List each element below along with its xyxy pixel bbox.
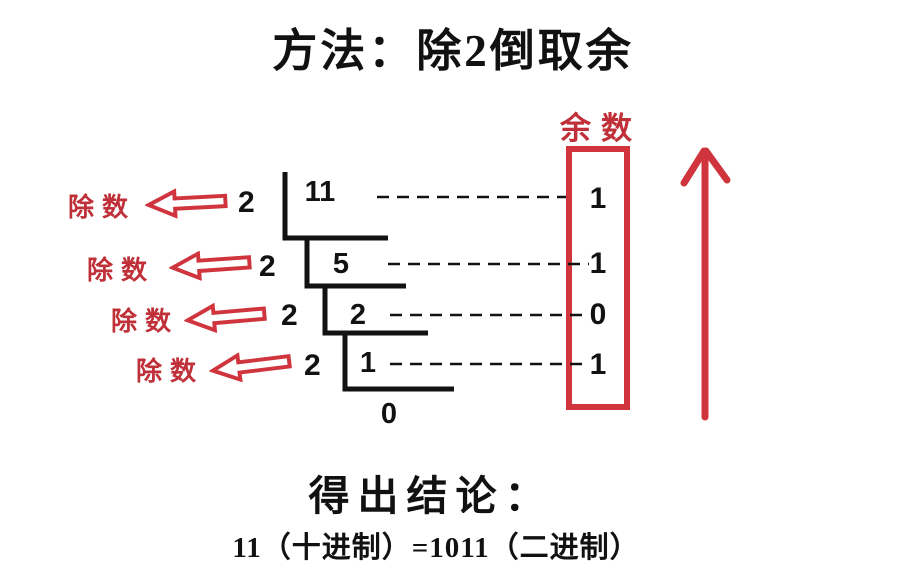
divisor-value-1: 2	[238, 186, 255, 219]
final-quotient: 0	[380, 398, 398, 430]
divisor-value-2: 2	[259, 250, 276, 283]
remainder-column-header: 余数	[560, 111, 642, 146]
remainder-value-2: 1	[589, 247, 607, 280]
divisor-value-3: 2	[281, 299, 298, 332]
division-bracket-3	[322, 286, 428, 336]
divisor-arrow-icon-2	[168, 250, 252, 281]
dividend-value-1: 11	[304, 176, 336, 208]
remainder-value-3: 0	[589, 298, 607, 331]
divisor-arrow-icon-4	[208, 352, 292, 383]
division-bracket-2	[304, 238, 406, 289]
remainder-value-1: 1	[589, 182, 607, 215]
divisor-label-2: 除数	[87, 256, 156, 285]
divisor-label-1: 除数	[68, 193, 137, 222]
dividend-value-3: 2	[349, 299, 367, 331]
reading-direction-up-arrow-icon	[680, 147, 731, 421]
dividend-value-4: 1	[359, 347, 377, 379]
remainder-box	[566, 146, 630, 410]
dividend-value-2: 5	[332, 248, 350, 280]
remainder-value-4: 1	[589, 348, 607, 381]
divisor-arrow-icon-1	[144, 188, 228, 219]
divisor-label-3: 除数	[111, 307, 180, 336]
divisor-value-4: 2	[304, 349, 321, 382]
divisor-arrow-icon-3	[183, 302, 267, 334]
conclusion-equation: 11（十进制）=1011（二进制）	[232, 532, 640, 564]
page-title: 方法：除2倒取余	[272, 26, 634, 76]
conclusion-heading: 得出结论：	[308, 473, 554, 519]
divisor-label-4: 除数	[136, 357, 205, 386]
